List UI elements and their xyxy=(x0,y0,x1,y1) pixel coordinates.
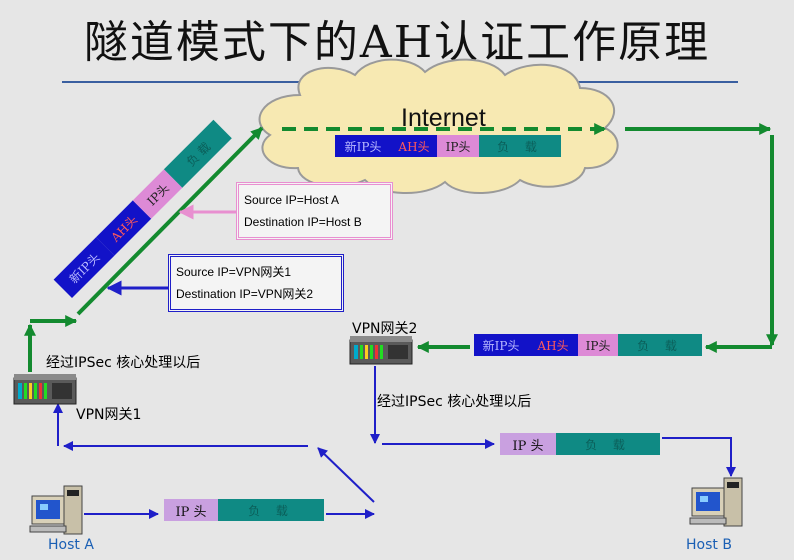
newip-header: 新IP头 xyxy=(474,334,528,356)
vpn-source-ip-line: Source IP=VPN网关1 xyxy=(176,265,292,279)
ip-header: IP头 xyxy=(437,135,479,157)
vpn2-device-icon xyxy=(349,336,413,365)
source-ip-line: Source IP=Host A xyxy=(244,193,340,207)
ip-header: IP 头 xyxy=(500,433,556,455)
ah-header: AH头 xyxy=(528,334,578,356)
host-a-computer-icon xyxy=(29,485,83,535)
outer-header-box: Source IP=VPN网关1 Destination IP=VPN网关2 xyxy=(168,254,344,312)
host-b-label: Host B xyxy=(686,537,732,553)
process-right-label: 经过IPSec 核心处理以后 xyxy=(377,394,532,410)
vpn-destination-ip-line: Destination IP=VPN网关2 xyxy=(176,287,314,301)
host-a-label: Host A xyxy=(48,537,94,553)
hostb-plain-packet: IP 头 负 载 xyxy=(500,433,660,455)
vpn1-device-icon xyxy=(13,374,77,405)
internet-label: Internet xyxy=(401,104,486,132)
payload: 负 载 xyxy=(479,135,561,157)
to-hostb-arrow xyxy=(662,437,736,477)
host-b-computer-icon xyxy=(689,477,743,527)
destination-ip-line: Destination IP=Host B xyxy=(244,215,362,229)
diagonal-tunnel-packet: 新IP头 AH头 IP头 负 载 xyxy=(53,119,232,298)
vpn2-label: VPN网关2 xyxy=(352,321,418,337)
hosta-plain-packet: IP 头 负 载 xyxy=(164,499,324,521)
payload: 负 载 xyxy=(618,334,702,356)
vpn2-tunnel-packet: 新IP头 AH头 IP头 负 载 xyxy=(474,334,702,356)
vpn1-label: VPN网关1 xyxy=(76,407,142,423)
up-diagonal-arrow xyxy=(317,447,375,503)
ip-header: IP头 xyxy=(578,334,618,356)
payload: 负 载 xyxy=(556,433,660,455)
ip-header: IP 头 xyxy=(164,499,218,521)
inner-header-box: Source IP=Host A Destination IP=Host B xyxy=(236,182,393,240)
process-left-label: 经过IPSec 核心处理以后 xyxy=(46,355,201,371)
internet-cloud xyxy=(258,58,619,194)
newip-header: 新IP头 xyxy=(335,135,391,157)
payload: 负 载 xyxy=(218,499,324,521)
cloud-tunnel-packet: 新IP头 AH头 IP头 负 载 xyxy=(335,135,561,157)
ah-header: AH头 xyxy=(391,135,437,157)
